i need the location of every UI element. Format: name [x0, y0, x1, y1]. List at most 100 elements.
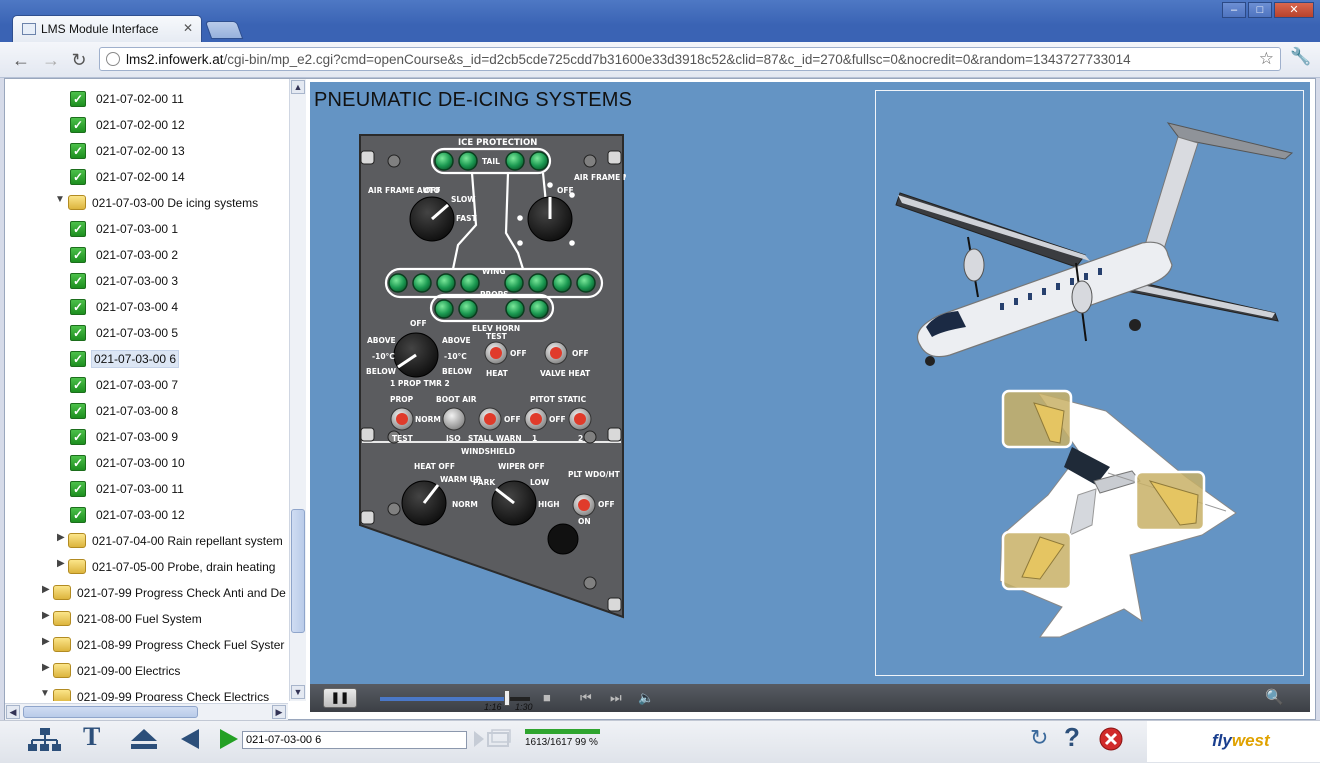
refresh-icon[interactable]: ↻: [1030, 725, 1049, 750]
tree-item[interactable]: ✓021-07-02-00 11: [70, 89, 288, 109]
volume-icon[interactable]: 🔈: [638, 690, 655, 705]
tree-item[interactable]: ✓021-07-03-00 3: [70, 271, 288, 291]
tree-item[interactable]: ✓021-07-03-00 4: [70, 297, 288, 317]
forward-arrow-icon[interactable]: →: [42, 50, 60, 70]
sitemap-icon[interactable]: [28, 728, 62, 752]
tree-item-selected[interactable]: ✓021-07-03-00 6: [70, 349, 288, 369]
browser-tab[interactable]: LMS Module Interface ✕: [12, 15, 202, 42]
panel-label: 1: [532, 434, 537, 443]
next-page-icon[interactable]: [216, 727, 240, 751]
tree-folder[interactable]: ▶021-07-99 Progress Check Anti and De: [42, 584, 286, 600]
check-icon: ✓: [70, 169, 86, 185]
panel-label: WARM UP: [440, 475, 482, 484]
panel-label: ICE PROTECTION: [458, 138, 537, 148]
tab-close-icon[interactable]: ✕: [182, 21, 193, 35]
panel-label: SLOW: [451, 195, 476, 204]
text-icon[interactable]: T: [83, 722, 101, 751]
folder-icon: [53, 689, 71, 701]
expand-arrow-icon[interactable]: ▶: [57, 532, 65, 543]
check-icon: ✓: [70, 143, 86, 159]
page-id-field[interactable]: [242, 731, 467, 749]
back-arrow-icon[interactable]: ←: [12, 50, 30, 70]
tree-item[interactable]: ✓021-07-03-00 5: [70, 323, 288, 343]
tree-item[interactable]: ✓021-07-03-00 8: [70, 401, 288, 421]
panel-label: WING: [482, 267, 506, 276]
folder-icon: [53, 611, 71, 626]
tree-folder[interactable]: ▼021-09-99 Progress Check Electrics: [40, 687, 288, 701]
tree-folder[interactable]: ▶021-08-00 Fuel System: [42, 610, 202, 626]
stop-icon[interactable]: ■: [543, 690, 551, 705]
tree-item[interactable]: ✓021-07-03-00 7: [70, 375, 288, 395]
check-icon: ✓: [70, 403, 86, 419]
panel-label: ISO: [446, 434, 461, 443]
tree-item[interactable]: ✓021-07-03-00 1: [70, 219, 288, 239]
panel-label: WINDSHIELD: [461, 447, 515, 456]
panel-label: PROP: [390, 395, 414, 404]
zoom-icon[interactable]: 🔍: [1265, 689, 1284, 706]
collapse-arrow-icon[interactable]: ▼: [40, 688, 50, 699]
panel-label: -10°C: [372, 352, 395, 361]
expand-arrow-icon[interactable]: ▶: [42, 636, 50, 647]
collapse-arrow-icon[interactable]: ▼: [55, 194, 65, 205]
tree-item[interactable]: ✓021-07-02-00 12: [70, 115, 288, 135]
scroll-thumb[interactable]: [291, 509, 305, 633]
panel-label: OFF: [598, 500, 615, 509]
panel-label: BELOW: [366, 367, 397, 376]
window-close-button[interactable]: ✕: [1274, 2, 1314, 18]
new-tab-button[interactable]: [204, 21, 244, 39]
seek-handle[interactable]: [503, 690, 510, 706]
minimize-button[interactable]: –: [1222, 2, 1246, 18]
eject-icon[interactable]: [129, 727, 159, 751]
illustration-frame: [875, 90, 1304, 676]
tree-folder[interactable]: ▶021-08-99 Progress Check Fuel Syster: [42, 636, 285, 652]
check-icon: ✓: [70, 273, 86, 289]
help-icon[interactable]: ?: [1064, 722, 1080, 752]
tree-folder-deicing[interactable]: ▼021-07-03-00 De icing systems: [55, 194, 259, 210]
address-bar[interactable]: lms2.infowerk.at/cgi-bin/mp_e2.cgi?cmd=o…: [99, 47, 1281, 71]
tree-horizontal-scrollbar[interactable]: ◀ ▶: [5, 703, 288, 720]
course-progress-bar: [525, 729, 601, 734]
scroll-down-icon[interactable]: ▼: [291, 685, 305, 699]
previous-page-icon[interactable]: [179, 727, 203, 751]
tree-folder[interactable]: ▶021-09-00 Electrics: [42, 662, 181, 678]
window-icon[interactable]: [472, 729, 512, 749]
tree-item[interactable]: ✓021-07-02-00 13: [70, 141, 288, 161]
tree-item[interactable]: ✓021-07-03-00 9: [70, 427, 288, 447]
reload-icon[interactable]: ↻: [71, 50, 87, 70]
wrench-icon[interactable]: 🔧: [1290, 47, 1312, 66]
tree-folder[interactable]: ▶021-07-05-00 Probe, drain heating: [57, 558, 276, 574]
tail-illustration: [1000, 389, 1237, 638]
expand-arrow-icon[interactable]: ▶: [57, 558, 65, 569]
panel-label: HEAT OFF: [414, 462, 455, 471]
tree-vertical-scrollbar[interactable]: ▲ ▼: [289, 79, 306, 701]
tree-item[interactable]: ✓021-07-03-00 2: [70, 245, 288, 265]
scroll-right-icon[interactable]: ▶: [272, 705, 286, 719]
folder-icon: [53, 663, 71, 678]
tree-item[interactable]: ✓021-07-03-00 11: [70, 479, 288, 499]
course-progress-text: 1613/1617 99 %: [525, 737, 598, 748]
expand-arrow-icon[interactable]: ▶: [42, 662, 50, 673]
next-icon[interactable]: ⏭: [610, 690, 622, 705]
scroll-left-icon[interactable]: ◀: [6, 705, 20, 719]
seek-track[interactable]: [380, 697, 530, 701]
panel-label: 2: [578, 434, 583, 443]
scroll-thumb[interactable]: [23, 706, 198, 718]
close-icon[interactable]: [1099, 727, 1123, 751]
bookmark-star-icon[interactable]: ☆: [1258, 49, 1274, 68]
panel-label: PARK: [473, 478, 496, 487]
expand-arrow-icon[interactable]: ▶: [42, 584, 50, 595]
maximize-button[interactable]: □: [1248, 2, 1272, 18]
tree-item[interactable]: ✓021-07-03-00 12: [70, 505, 288, 525]
aircraft-illustration: [895, 122, 1294, 366]
pause-button[interactable]: ❚❚: [323, 688, 357, 708]
check-icon: ✓: [70, 455, 86, 471]
panel-label: OFF: [510, 349, 527, 358]
expand-arrow-icon[interactable]: ▶: [42, 610, 50, 621]
url-text: lms2.infowerk.at/cgi-bin/mp_e2.cgi?cmd=o…: [126, 52, 1131, 67]
scroll-up-icon[interactable]: ▲: [291, 80, 305, 94]
tree-folder[interactable]: ▶021-07-04-00 Rain repellant system: [57, 532, 283, 548]
previous-icon[interactable]: ⏮: [580, 690, 592, 705]
browser-title-bar: LMS Module Interface ✕ – □ ✕: [0, 0, 1320, 42]
tree-item[interactable]: ✓021-07-02-00 14: [70, 167, 288, 187]
tree-item[interactable]: ✓021-07-03-00 10: [70, 453, 288, 473]
